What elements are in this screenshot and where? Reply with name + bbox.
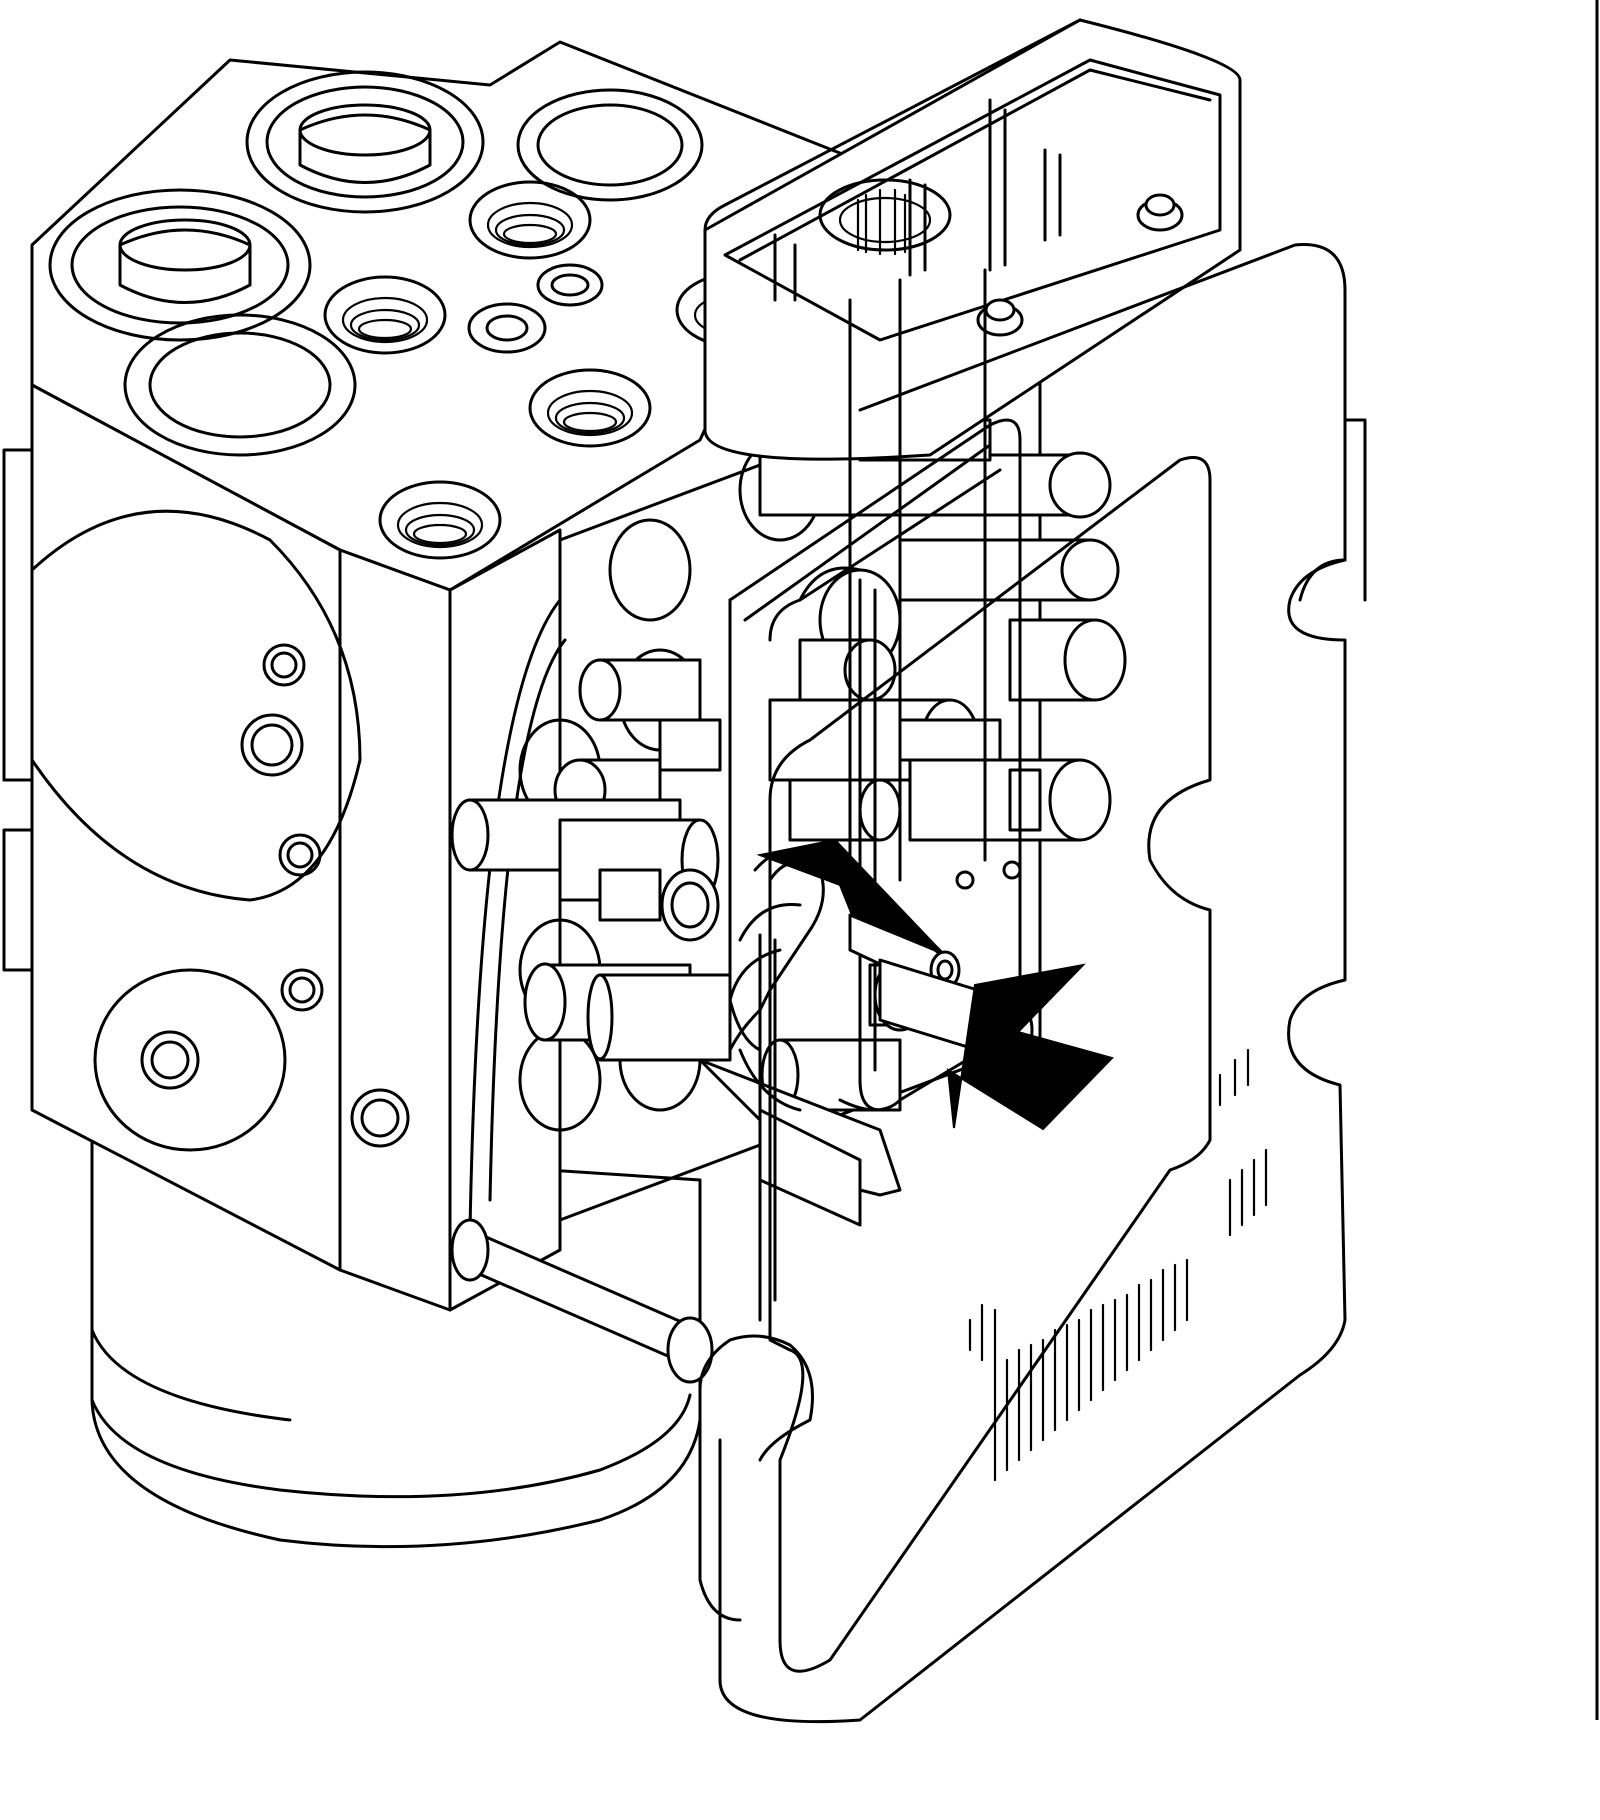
electrical-connector [703, 18, 1242, 902]
brake-line-ports [48, 70, 795, 560]
hydraulic-valve-body [2, 40, 872, 1312]
control-module-cover [698, 243, 1367, 1724]
arrow-icon [946, 963, 1114, 1131]
